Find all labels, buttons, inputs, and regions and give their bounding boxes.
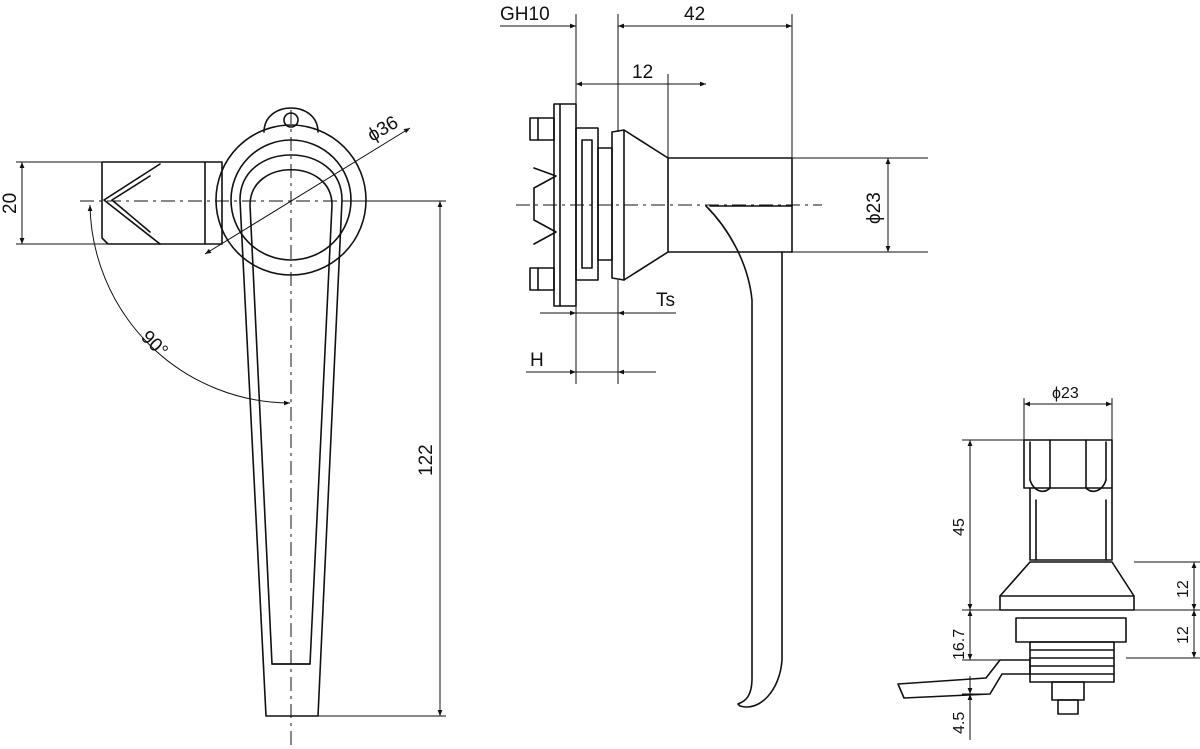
dim-122-label: 122 — [416, 444, 437, 476]
dim-12-right-b-label: 12 — [1175, 626, 1192, 644]
dim-16-7-label: 16.7 — [951, 629, 968, 660]
dim-h-label: H — [530, 350, 544, 371]
dim-45-label: 45 — [951, 518, 968, 536]
dim-12-right-a-label: 12 — [1175, 580, 1192, 598]
latch-tongue — [101, 161, 223, 245]
dim-4-5-label: 4.5 — [951, 712, 968, 734]
dim-dia36: ϕ36 — [204, 112, 411, 255]
dim-dia23-side: ϕ23 — [792, 157, 928, 253]
bolt-top — [529, 117, 555, 141]
iso-top-block — [1023, 439, 1113, 493]
dim-ts: Ts — [540, 280, 676, 384]
dim-dia36-label: ϕ36 — [364, 112, 402, 146]
dim-gh10-label: GH10 — [500, 4, 550, 25]
dim-dia23-iso-label: ϕ23 — [1052, 385, 1079, 402]
dim-4-5: 4.5 — [951, 676, 990, 740]
dim-h: H — [526, 350, 656, 375]
dim-ts-label: Ts — [656, 290, 675, 311]
iso-view: ϕ23 45 12 12 16.7 — [897, 385, 1200, 740]
iso-flange — [999, 561, 1135, 611]
dim-dia23-side-label: ϕ23 — [864, 192, 885, 224]
dim-122: 122 — [318, 200, 446, 717]
dim-16-7: 16.7 — [951, 610, 1000, 661]
dim-42: 42 — [618, 4, 793, 158]
dim-12-right-b: 12 — [1126, 610, 1200, 659]
iso-cam-arm — [897, 659, 1031, 699]
dim-12-top-label: 12 — [632, 62, 653, 83]
dim-12-top: 12 — [576, 62, 706, 158]
bolt-bottom — [529, 267, 555, 291]
dim-angle90-label: 90° — [136, 327, 171, 362]
dim-20-label: 20 — [0, 193, 21, 214]
dim-45: 45 — [951, 439, 1024, 611]
dim-dia23-iso: ϕ23 — [1023, 385, 1113, 440]
handle-side — [705, 205, 793, 708]
dim-gh10: GH10 — [500, 4, 619, 132]
iso-neck — [1029, 487, 1113, 561]
front-view: 20 ϕ36 90° 122 — [0, 107, 446, 745]
dim-12-right-a: 12 — [1134, 561, 1200, 611]
dim-42-label: 42 — [684, 4, 705, 25]
side-view: GH10 42 12 ϕ23 Ts — [500, 4, 928, 708]
dim-angle90: 90° — [87, 204, 291, 406]
dim-20: 20 — [0, 161, 108, 245]
iso-thread — [1015, 617, 1127, 715]
